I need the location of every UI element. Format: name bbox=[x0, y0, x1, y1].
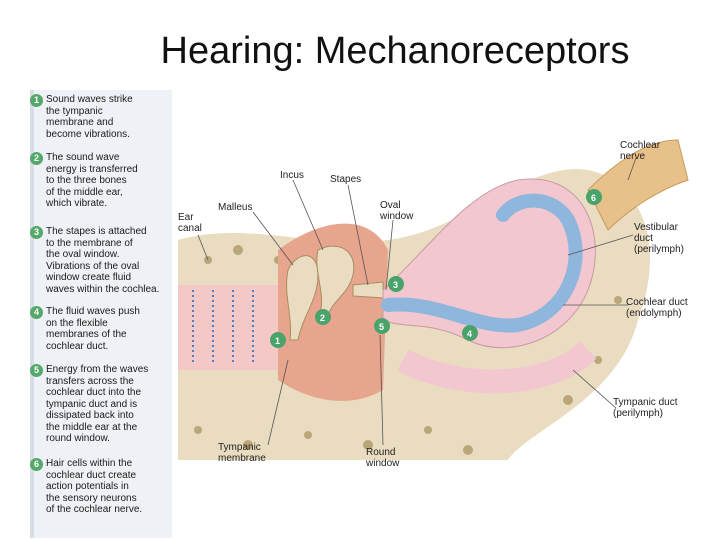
svg-text:5: 5 bbox=[379, 322, 384, 332]
step-6: 6 Hair cells within the cochlear duct cr… bbox=[30, 458, 166, 516]
incus-bone bbox=[316, 245, 355, 316]
svg-text:4: 4 bbox=[467, 329, 472, 339]
step-2-text: The sound wave energy is transferred to … bbox=[46, 152, 138, 209]
marker-4: 4 bbox=[462, 325, 478, 341]
step-3: 3 The stapes is attached to the membrane… bbox=[30, 226, 166, 295]
svg-text:6: 6 bbox=[591, 193, 596, 203]
step-4-text: The fluid waves push on the flexible mem… bbox=[46, 306, 140, 352]
step-2-number: 2 bbox=[30, 152, 43, 165]
step-6-number: 6 bbox=[30, 458, 43, 471]
step-5-text: Energy from the waves transfers across t… bbox=[46, 364, 149, 444]
label-malleus: Malleus bbox=[218, 202, 252, 213]
svg-text:1: 1 bbox=[275, 336, 280, 346]
step-5-number: 5 bbox=[30, 364, 43, 377]
svg-text:2: 2 bbox=[320, 313, 325, 323]
label-stapes: Stapes bbox=[330, 174, 361, 185]
step-4-number: 4 bbox=[30, 306, 43, 319]
cochlear-nerve-shape bbox=[587, 139, 689, 231]
marker-5: 5 bbox=[374, 318, 390, 334]
slide-title: Hearing: Mechanoreceptors bbox=[160, 30, 630, 72]
ear-canal-region bbox=[178, 285, 278, 370]
steps-panel: 1 Sound waves strike the tympanic membra… bbox=[30, 90, 172, 538]
tympanic-duct-shape bbox=[397, 341, 597, 394]
step-1-text: Sound waves strike the tympanic membrane… bbox=[46, 94, 133, 140]
leader-lines bbox=[197, 157, 637, 446]
marker-2: 2 bbox=[315, 309, 331, 325]
marker-3: 3 bbox=[388, 276, 404, 292]
step-4: 4 The fluid waves push on the flexible m… bbox=[30, 306, 166, 352]
step-1-number: 1 bbox=[30, 94, 43, 107]
marker-1: 1 bbox=[270, 332, 286, 348]
svg-text:3: 3 bbox=[393, 280, 398, 290]
step-3-number: 3 bbox=[30, 226, 43, 239]
marker-6: 6 bbox=[586, 189, 602, 205]
step-3-text: The stapes is attached to the membrane o… bbox=[46, 226, 160, 295]
step-5: 5 Energy from the waves transfers across… bbox=[30, 364, 166, 445]
step-6-text: Hair cells within the cochlear duct crea… bbox=[46, 458, 143, 515]
step-1: 1 Sound waves strike the tympanic membra… bbox=[30, 94, 166, 140]
label-incus: Incus bbox=[280, 170, 304, 181]
malleus-bone bbox=[286, 255, 319, 341]
step-2: 2 The sound wave energy is transferred t… bbox=[30, 152, 166, 210]
label-tympanic-duct: Tympanic duct(perilymph) bbox=[613, 397, 678, 419]
cochlear-duct-shape bbox=[381, 193, 583, 333]
label-cochlear-duct: Cochlear duct(endolymph) bbox=[626, 297, 688, 319]
